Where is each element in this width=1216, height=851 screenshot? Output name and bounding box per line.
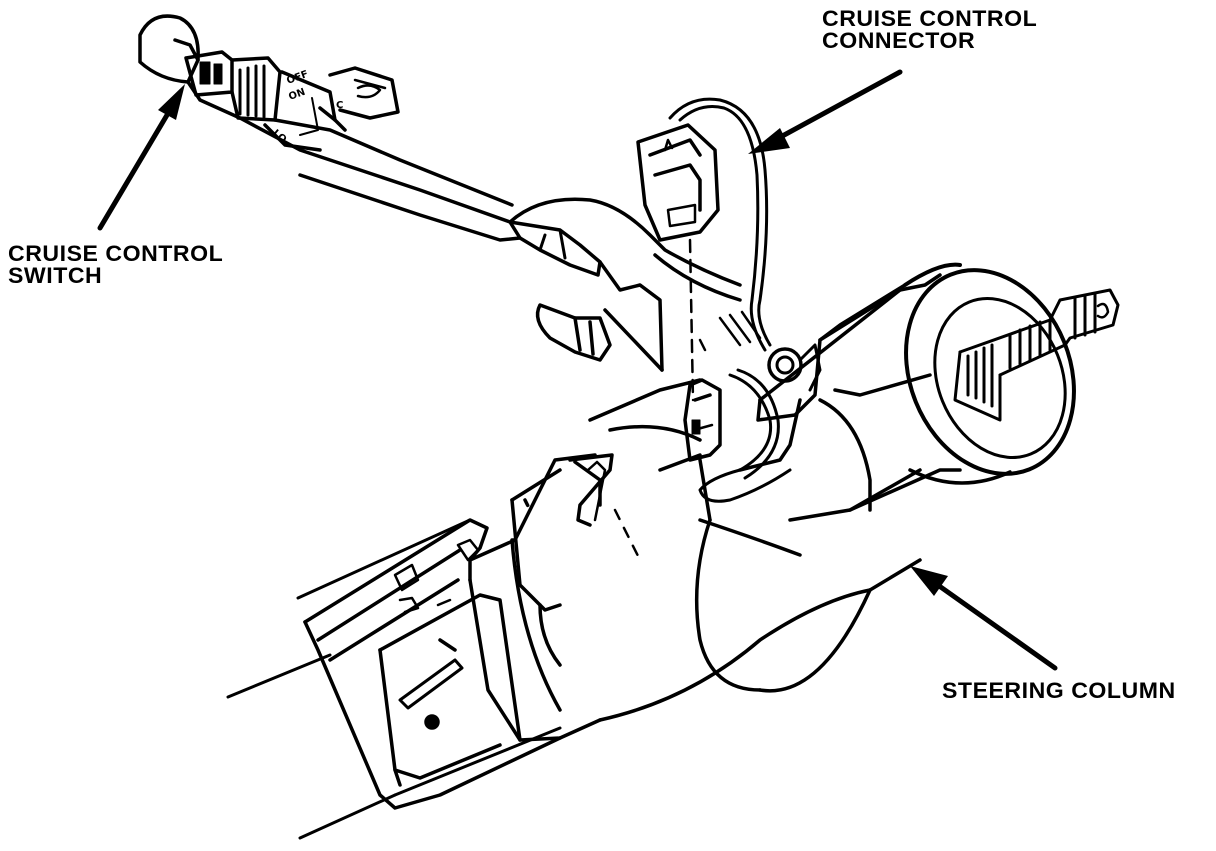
arrow-steering-column [910, 566, 1058, 671]
steering-shaft [953, 288, 1120, 422]
label-steering-column-line1: STEERING COLUMN [942, 678, 1176, 703]
lower-bracket [303, 518, 562, 810]
knurl-lines [238, 64, 266, 119]
cruise-connector [636, 97, 803, 503]
bracket-hatch [698, 310, 762, 352]
label-cruise-control-switch-line2: SWITCH [8, 263, 103, 288]
label-cruise-control-connector-line2: CONNECTOR [822, 28, 976, 53]
cruise-switch-lever: OFF ON C LO [138, 14, 762, 372]
column-housing [468, 378, 922, 742]
marking-on: ON [287, 87, 307, 103]
label-cruise-control-connector-line1: CRUISE CONTROL [822, 6, 1038, 31]
label-steering-column: STEERING COLUMN [942, 680, 1176, 702]
marking-off: OFF [285, 69, 310, 87]
upper-housing [698, 262, 1120, 522]
arrow-cruise-connector [748, 69, 903, 154]
label-cruise-control-switch-line1: CRUISE CONTROL [8, 241, 224, 266]
label-cruise-control-switch: CRUISE CONTROL SWITCH [8, 243, 223, 287]
label-cruise-control-connector: CRUISE CONTROL CONNECTOR [822, 8, 1037, 52]
arrow-cruise-switch [97, 84, 185, 231]
marking-c: C [336, 100, 343, 111]
